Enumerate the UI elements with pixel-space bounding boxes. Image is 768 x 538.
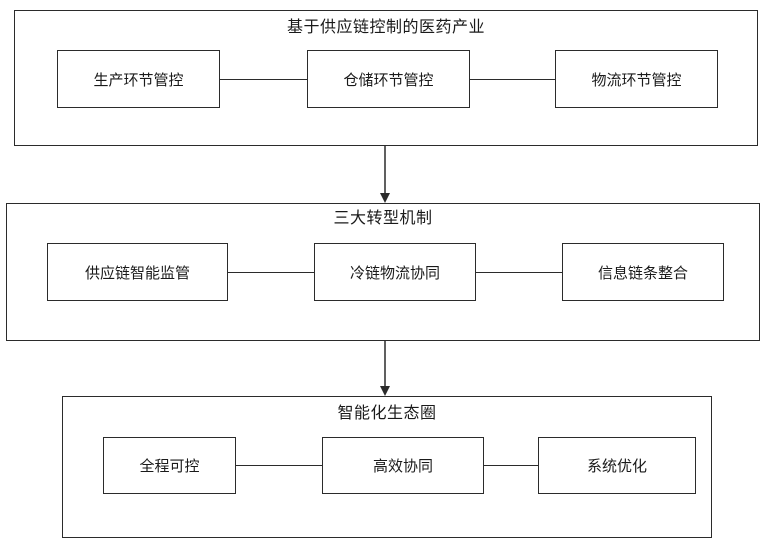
node-efficient-coordination: 高效协同: [322, 437, 484, 494]
node-storage-control: 仓储环节管控: [307, 50, 470, 108]
node-smart-supervision: 供应链智能监管: [47, 243, 228, 301]
node-information-integration: 信息链条整合: [562, 243, 724, 301]
node-logistics-control: 物流环节管控: [555, 50, 718, 108]
group-title: 智能化生态圈: [337, 403, 437, 422]
connector-line: [470, 79, 555, 80]
node-cold-chain-coordination: 冷链物流协同: [314, 243, 476, 301]
node-system-optimization: 系统优化: [538, 437, 696, 494]
connector-line: [476, 272, 562, 273]
connector-line: [228, 272, 314, 273]
group-title: 基于供应链控制的医药产业: [286, 17, 485, 36]
group-title: 三大转型机制: [333, 208, 433, 227]
node-full-control: 全程可控: [103, 437, 236, 494]
connector-line: [484, 465, 538, 466]
node-production-control: 生产环节管控: [57, 50, 220, 108]
connector-line: [236, 465, 322, 466]
connector-line: [220, 79, 307, 80]
